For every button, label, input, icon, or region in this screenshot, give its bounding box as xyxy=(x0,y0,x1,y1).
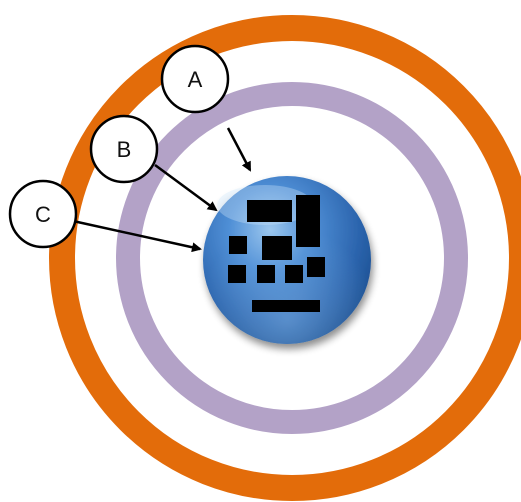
outer-ring xyxy=(49,15,521,501)
callout-a-label: A xyxy=(188,67,203,92)
arrow-c xyxy=(72,219,202,253)
arrow-b xyxy=(154,163,218,212)
grid-blocks-icon xyxy=(228,195,325,312)
callout-a: A xyxy=(160,44,230,114)
middle-ring xyxy=(116,82,468,434)
arrow-a xyxy=(226,127,252,172)
callout-c-label: C xyxy=(35,202,51,227)
callout-c: C xyxy=(8,179,78,249)
callout-b-label: B xyxy=(117,137,132,162)
callout-b: B xyxy=(89,114,159,184)
